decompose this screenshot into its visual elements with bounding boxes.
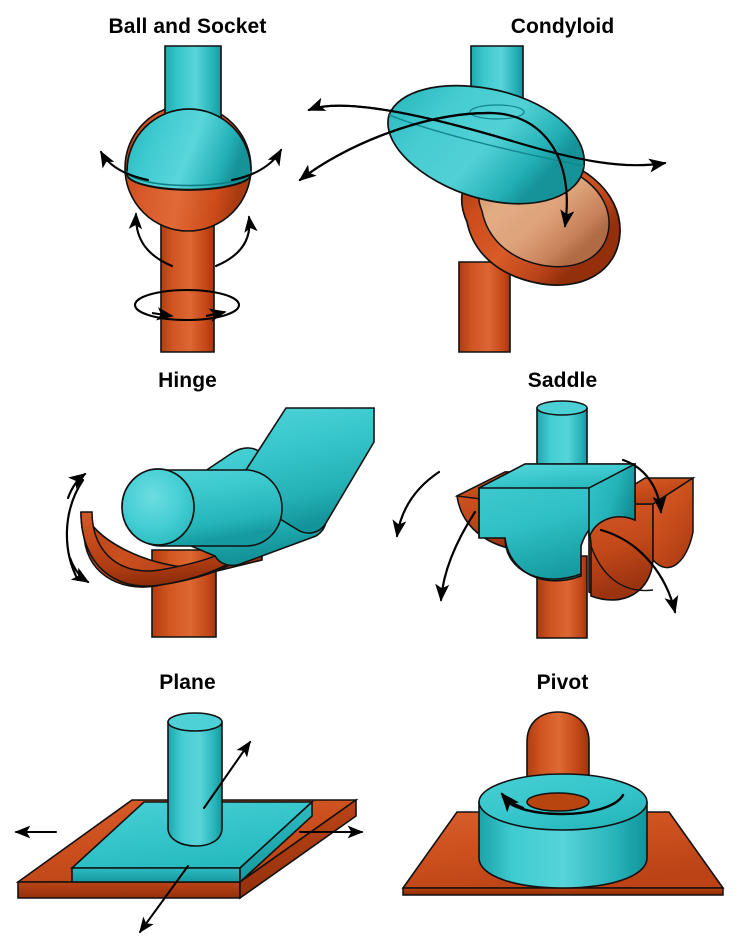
arrow-glide-front xyxy=(139,865,189,934)
panel-pivot: Pivot xyxy=(375,660,750,952)
panel-title-saddle: Saddle xyxy=(527,369,598,392)
teal-shaft-upper xyxy=(536,407,588,473)
teal-shaft-top-ellipse xyxy=(536,400,588,416)
orange-base-front-edge xyxy=(17,881,241,899)
figure-pivot xyxy=(375,660,750,952)
arrow-upper-right xyxy=(621,458,667,514)
panel-title-condyloid: Condyloid xyxy=(510,15,615,38)
panel-saddle: Saddle xyxy=(375,360,750,660)
arrow-glide-back xyxy=(203,740,251,809)
motion-arrows-pivot xyxy=(500,792,625,816)
teal-plate-right-edge xyxy=(239,800,313,884)
orange-shaft-lower xyxy=(458,261,511,353)
motion-arrows-plane xyxy=(14,740,364,934)
panel-ball-and-socket: Ball and Socket xyxy=(0,0,375,360)
motion-arrows-hinge xyxy=(65,472,90,584)
pivot-arrow-head xyxy=(500,792,525,813)
panel-title-ball-and-socket: Ball and Socket xyxy=(108,15,267,38)
panel-title-pivot: Pivot xyxy=(536,671,589,694)
rotation-arrowhead-right xyxy=(205,308,227,322)
peg-ring-socket xyxy=(526,792,590,812)
figure-saddle xyxy=(375,360,750,660)
panel-plane: Plane xyxy=(0,660,375,952)
panel-title-hinge: Hinge xyxy=(158,369,217,392)
figure-ball-and-socket xyxy=(0,0,375,360)
arrow-flex-left xyxy=(128,212,174,268)
arrow-upper-left xyxy=(392,470,441,538)
hinge-arrow-down xyxy=(68,556,90,584)
teal-drum-face xyxy=(121,468,195,546)
motion-arrows-ball-and-socket xyxy=(99,148,283,268)
teal-plate-front-edge xyxy=(71,867,241,883)
rotation-ellipse xyxy=(133,288,241,322)
panel-title-plane: Plane xyxy=(159,671,216,694)
rotation-arrowhead-left xyxy=(151,307,174,321)
panel-hinge: Hinge xyxy=(0,360,375,660)
teal-cylinder-top xyxy=(167,712,223,732)
socket-rim-lower-edge xyxy=(126,173,252,191)
arrow-axis-vertical-back xyxy=(298,111,493,182)
motion-arrows-saddle xyxy=(392,458,679,614)
teal-saddle-curve xyxy=(504,537,582,580)
arrow-lower-right xyxy=(599,528,679,614)
teal-cylinder xyxy=(167,721,223,847)
arrow-abduct-left xyxy=(99,150,150,182)
orange-shaft-lower xyxy=(160,214,215,353)
teal-saddle-side xyxy=(588,462,636,539)
panel-condyloid: Condyloid xyxy=(298,0,750,360)
figure-plane xyxy=(0,660,375,952)
figure-hinge xyxy=(0,360,375,660)
orange-base-right-edge xyxy=(239,798,357,900)
orange-saddle-curve xyxy=(590,545,654,592)
arrow-abduct-right xyxy=(230,148,283,182)
arrow-lower-left xyxy=(435,510,477,602)
arrow-flex-right xyxy=(214,215,258,268)
condyle-shaft-junction xyxy=(469,104,525,120)
orange-base-plate-edge xyxy=(402,887,724,896)
condyle-shading-edge xyxy=(388,114,585,167)
rotation-ellipse-group xyxy=(133,288,241,322)
hinge-arrow-up xyxy=(66,472,87,500)
arrow-axis-horizontal-back xyxy=(307,97,514,143)
figure-condyloid xyxy=(298,0,750,360)
